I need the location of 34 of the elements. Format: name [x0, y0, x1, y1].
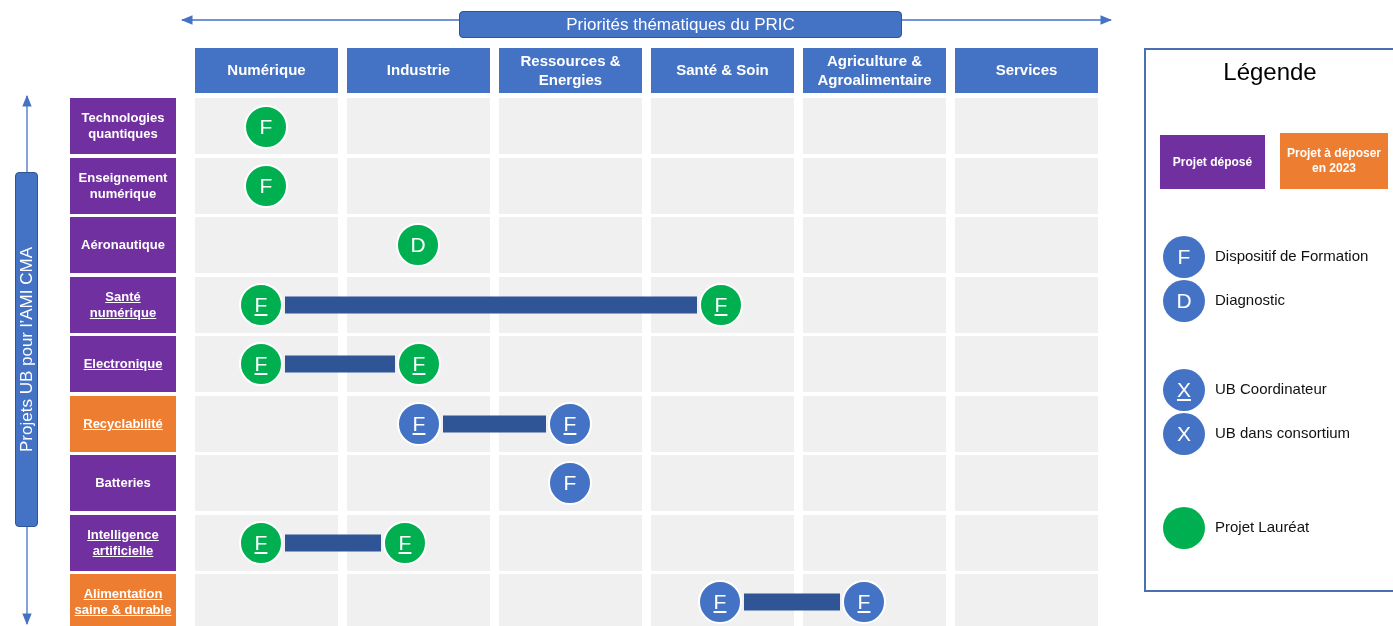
- row-header: Technologies quantiques: [70, 98, 176, 154]
- row-header: Alimentation saine & durable: [70, 574, 176, 626]
- connector-bar: [443, 415, 546, 433]
- legend-symbol: F: [1163, 236, 1205, 278]
- legend-text: Dispositif de Formation: [1215, 247, 1369, 264]
- connector-bar: [744, 593, 840, 611]
- row-header: Enseignement numérique: [70, 158, 176, 214]
- column-header: Agriculture & Agroalimentaire: [803, 48, 946, 93]
- column-header: Services: [955, 48, 1098, 93]
- legend-text: Projet Lauréat: [1215, 518, 1310, 535]
- connector-bar: [285, 355, 395, 373]
- legend-title: Légende: [1222, 58, 1318, 87]
- legend-symbol: D: [1163, 280, 1205, 322]
- row-header: Santé numérique: [70, 277, 176, 333]
- row-header: Recyclabilité: [70, 396, 176, 452]
- connector-bar: [285, 296, 697, 314]
- legend-text: UB Coordinateur: [1215, 380, 1327, 397]
- legend-symbol: X: [1163, 369, 1205, 411]
- legend-text: UB dans consortium: [1215, 424, 1351, 441]
- column-header: Santé & Soin: [651, 48, 794, 93]
- legend-symbol: X: [1163, 413, 1205, 455]
- axis-band: Projets UB pour l’AMI CMA: [15, 172, 38, 527]
- row-header: Intelligence artificielle: [70, 515, 176, 571]
- row-header: Electronique: [70, 336, 176, 392]
- legend-swatch: Projet déposé: [1160, 135, 1265, 189]
- axis-band: Priorités thématiques du PRIC: [459, 11, 902, 38]
- legend-swatch: Projet à déposer en 2023: [1280, 133, 1388, 189]
- column-header: Numérique: [195, 48, 338, 93]
- column-header: Industrie: [347, 48, 490, 93]
- column-header: Ressources & Energies: [499, 48, 642, 93]
- legend-text: Diagnostic: [1215, 291, 1286, 308]
- row-header: Batteries: [70, 455, 176, 511]
- row-header: Aéronautique: [70, 217, 176, 273]
- connector-bar: [285, 534, 381, 552]
